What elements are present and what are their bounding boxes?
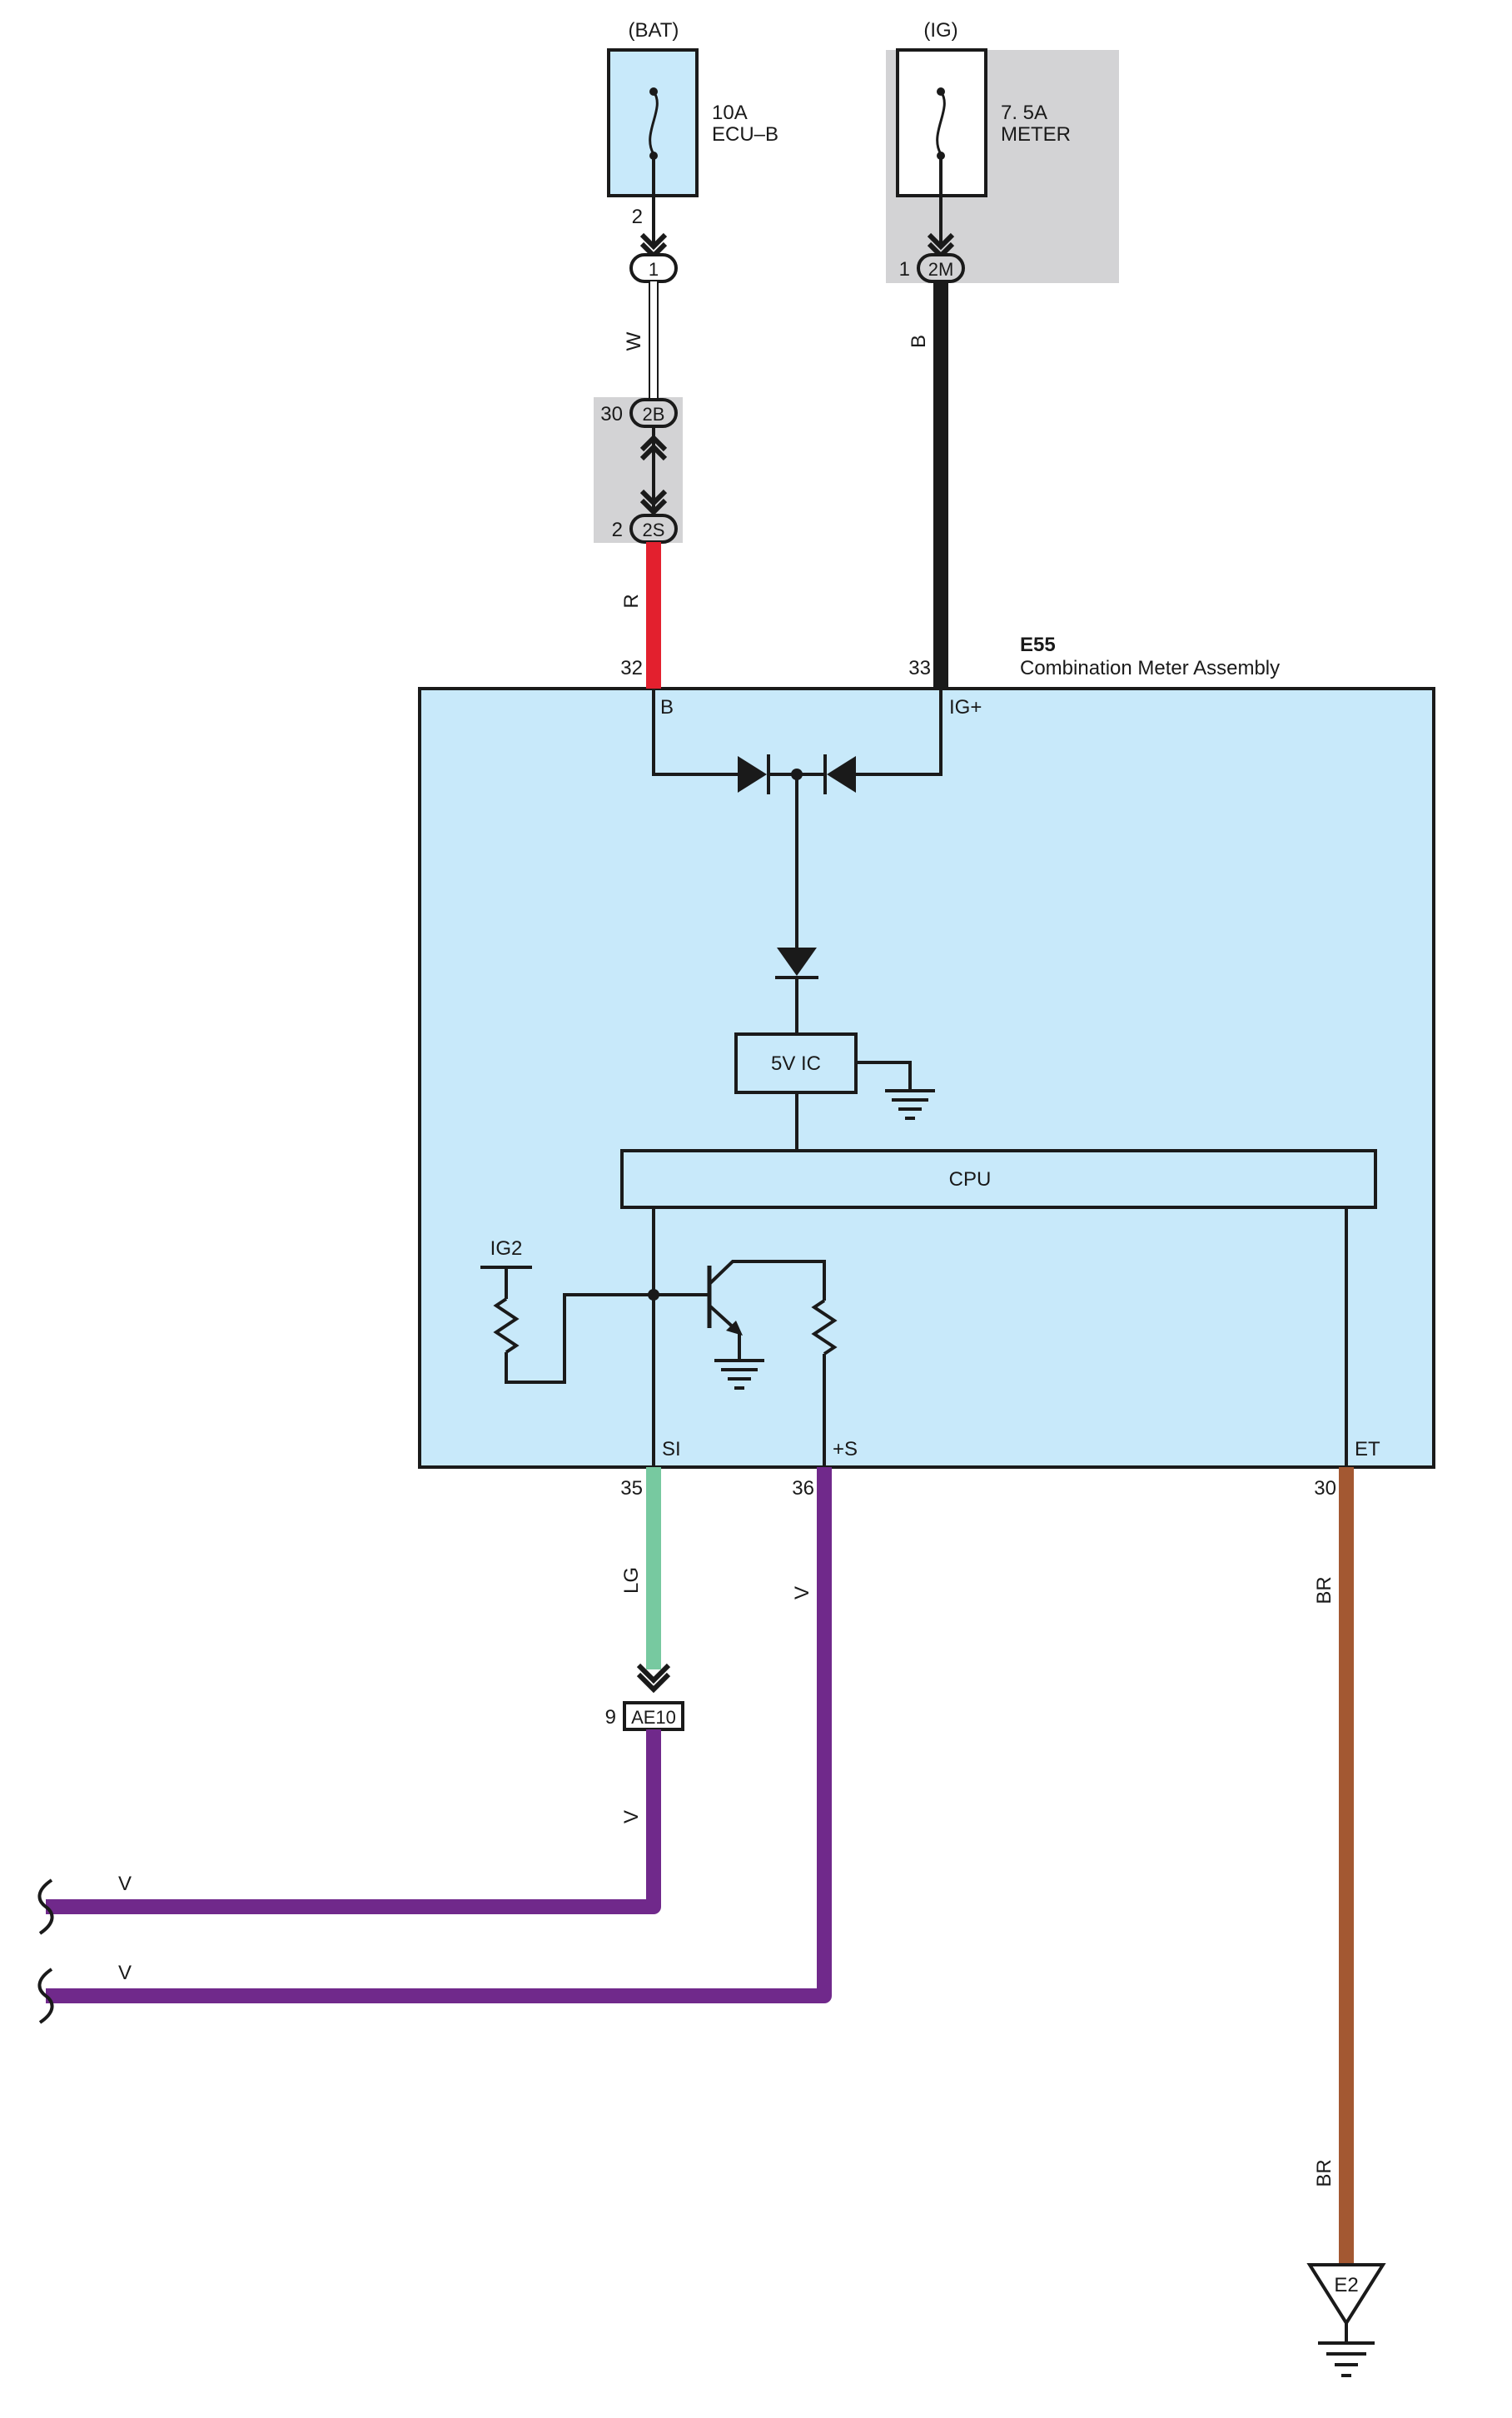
connector-1-label: 1 [649,259,659,280]
chevron-down-icon [927,232,955,251]
regulator-5v-ic-label: 5V IC [771,1052,821,1075]
meter-pin-et-label: ET [1355,1438,1380,1460]
meter-pin-ig-label: IG+ [949,696,982,719]
wire-lg-color-label: LG [620,1567,643,1594]
chevron-down-icon [639,232,668,251]
bat-fuse-pin-number: 2 [632,206,643,228]
meter-pin-b-number: 32 [620,657,643,679]
connector-2m-label: 2M [928,259,954,280]
fuse-terminal-dot [937,87,945,96]
meter-pin-s-label: +S [833,1438,858,1460]
meter-name: Combination Meter Assembly [1020,657,1280,679]
diode-icon [777,948,817,976]
ig-fuse-pin-number: 1 [899,258,910,281]
meter-pin-s-number: 36 [792,1477,814,1500]
wire-w-color-label: W [623,331,645,351]
meter-code: E55 [1020,634,1056,656]
resistor-icon [811,1299,838,1356]
connector-2s-label: 2S [643,520,665,540]
regulator-5v-ic [734,1032,858,1094]
wire-br-lower-color-label: BR [1313,2159,1335,2187]
internal-trace [856,1061,912,1089]
chevron-down-icon [636,1672,671,1694]
wire-v-left-2-label: V [118,1962,132,1984]
wire-v-left-1-label: V [118,1873,132,1895]
emitter-arrow-icon [726,1321,743,1336]
ecu-b-rating-label: 10A [712,102,748,124]
connector-2s-pin-number: 2 [612,519,623,541]
chevron-down-icon [639,489,668,507]
meter-pin-ig-number: 33 [908,657,931,679]
ig-source-label: (IG) [923,19,957,42]
wire-violet-plus-s [46,1467,832,2003]
connector-ae10-label: AE10 [631,1707,676,1728]
chevron-down-icon [639,498,668,516]
internal-trace [505,1293,654,1384]
internal-trace [856,689,943,776]
combination-meter-box [418,687,1435,1469]
meter-fuse-rating-label: 7. 5A [1001,102,1047,124]
ig2-label: IG2 [490,1237,523,1260]
wire-br-upper-color-label: BR [1313,1576,1335,1604]
bat-source-label: (BAT) [629,19,679,42]
chevron-up-icon [639,443,668,461]
wire-break-icon [37,1878,54,1935]
connector-2b-pin-number: 30 [600,403,623,425]
internal-trace [652,689,738,776]
diode-icon [738,756,767,793]
resistor-icon [493,1297,520,1354]
meter-pin-et-number: 30 [1314,1477,1336,1500]
meter-fuse-element-icon [936,91,946,155]
ecu-b-fuse-element-icon [649,91,659,155]
ecu-b-name-label: ECU–B [712,123,778,146]
wire-b-color-label: B [908,335,930,348]
wire-break-icon [37,1968,54,2024]
chevron-down-icon [636,1663,671,1684]
connector-2b-label: 2B [643,404,665,425]
ground-point-e2-icon [1306,2263,1386,2326]
transistor-collector [708,1260,826,1301]
fuse-terminal-dot [649,87,658,96]
diode-icon [827,756,856,793]
wire-v-ae10-color-label: V [620,1810,643,1823]
connector-ae10 [623,1701,684,1731]
meter-pin-b-label: B [660,696,674,719]
wire-violet-from-ae10 [46,1729,661,1914]
wire-v-plus-s-color-label: V [791,1586,813,1600]
ground-e2-label: E2 [1334,2274,1358,2296]
connector-ae10-pin-number: 9 [605,1706,616,1729]
cpu-label: CPU [949,1168,992,1191]
meter-fuse-name-label: METER [1001,123,1071,146]
meter-pin-si-label: SI [662,1438,681,1460]
chevron-up-icon [639,434,668,452]
meter-pin-si-number: 35 [620,1477,643,1500]
wire-r-color-label: R [620,594,643,608]
cpu-block [620,1149,1377,1209]
